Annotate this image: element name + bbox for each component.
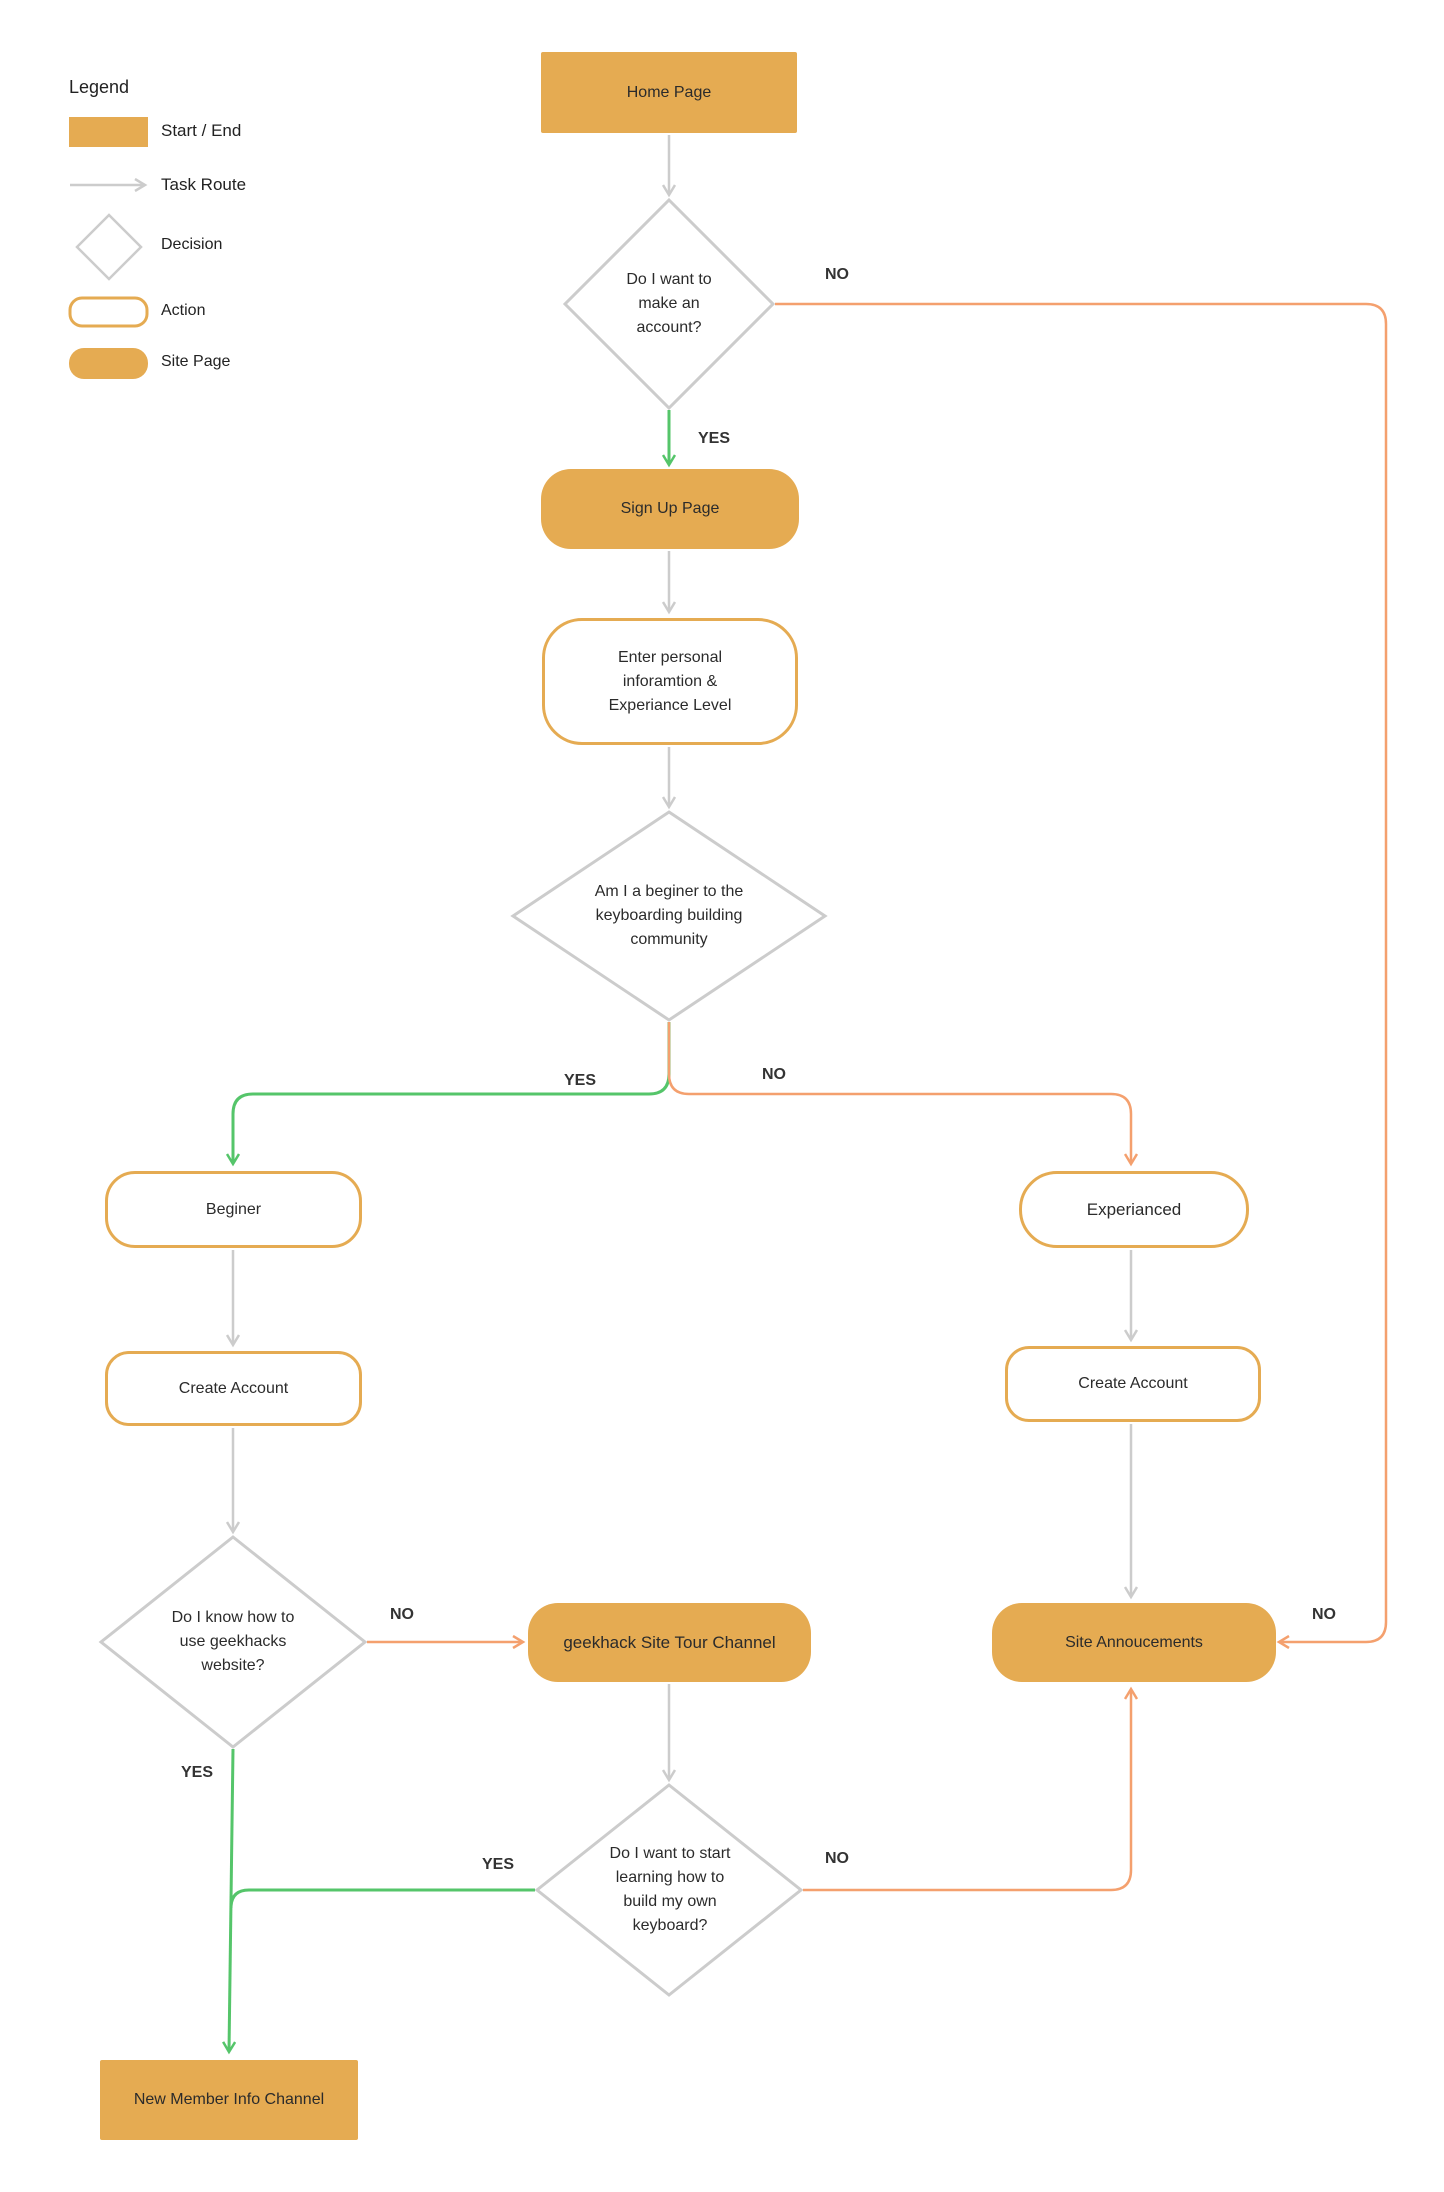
- node-site-announcements: Site Annoucements: [992, 1603, 1276, 1682]
- label-no-announcements: NO: [1312, 1606, 1336, 1623]
- legend-title: Legend: [69, 77, 130, 97]
- label-yes-build-keyboard: YES: [482, 1856, 515, 1873]
- node-site-tour-channel: geekhack Site Tour Channel: [528, 1603, 811, 1682]
- decision-build-keyboard-text: Do I want to start learning how to build…: [609, 1845, 731, 1934]
- node-beginner: Beginer: [105, 1171, 362, 1248]
- node-new-member-info: New Member Info Channel: [100, 2060, 358, 2140]
- decision-know-website-diamond: [98, 1535, 368, 1749]
- legend-site-page-label: Site Page: [161, 353, 231, 370]
- decision-build-keyboard-diamond: [534, 1783, 804, 1997]
- edge-yes-keyboard-to-new-member: [229, 1888, 535, 1909]
- node-sign-up-page: Sign Up Page: [541, 469, 799, 549]
- legend-action-label: Action: [161, 302, 206, 319]
- decision-make-account-text: Do I want to make an account?: [626, 271, 712, 336]
- label-yes-make-account: YES: [698, 430, 731, 447]
- legend-action-swatch: [68, 296, 149, 328]
- label-yes-know-website: YES: [181, 1764, 214, 1781]
- legend-start-end-label: Start / End: [161, 121, 242, 140]
- decision-make-account-diamond: [562, 197, 776, 411]
- label-no-make-account: NO: [825, 266, 849, 283]
- label-yes-beginner: YES: [564, 1072, 597, 1089]
- node-create-account-left: Create Account: [105, 1351, 362, 1426]
- node-enter-info: Enter personal inforamtion & Experiance …: [542, 618, 798, 745]
- legend-site-page-swatch: [69, 348, 148, 379]
- label-no-know-website: NO: [390, 1606, 414, 1623]
- label-no-build-keyboard: NO: [825, 1850, 849, 1867]
- edge-no-to-announcements: [775, 302, 1388, 1642]
- edge-yes-to-beginner: [233, 1022, 671, 1163]
- node-create-account-right: Create Account: [1005, 1346, 1261, 1422]
- legend-task-route-label: Task Route: [161, 175, 247, 194]
- decision-beginner-diamond: [510, 810, 828, 1022]
- edge-no-keyboard-to-announcements: [803, 1690, 1131, 1892]
- legend-decision-label: Decision: [161, 236, 223, 253]
- decision-know-website-text: Do I know how to use geekhacks website?: [171, 1609, 295, 1674]
- node-experienced: Experianced: [1019, 1171, 1249, 1248]
- legend-start-end-swatch: [69, 117, 148, 147]
- edge-no-to-experienced: [667, 1022, 1131, 1163]
- node-home-page: Home Page: [541, 52, 797, 133]
- label-no-beginner: NO: [762, 1066, 786, 1083]
- decision-beginner-text: Am I a beginer to the keyboarding buildi…: [594, 883, 744, 948]
- legend-decision-diamond: [75, 213, 143, 281]
